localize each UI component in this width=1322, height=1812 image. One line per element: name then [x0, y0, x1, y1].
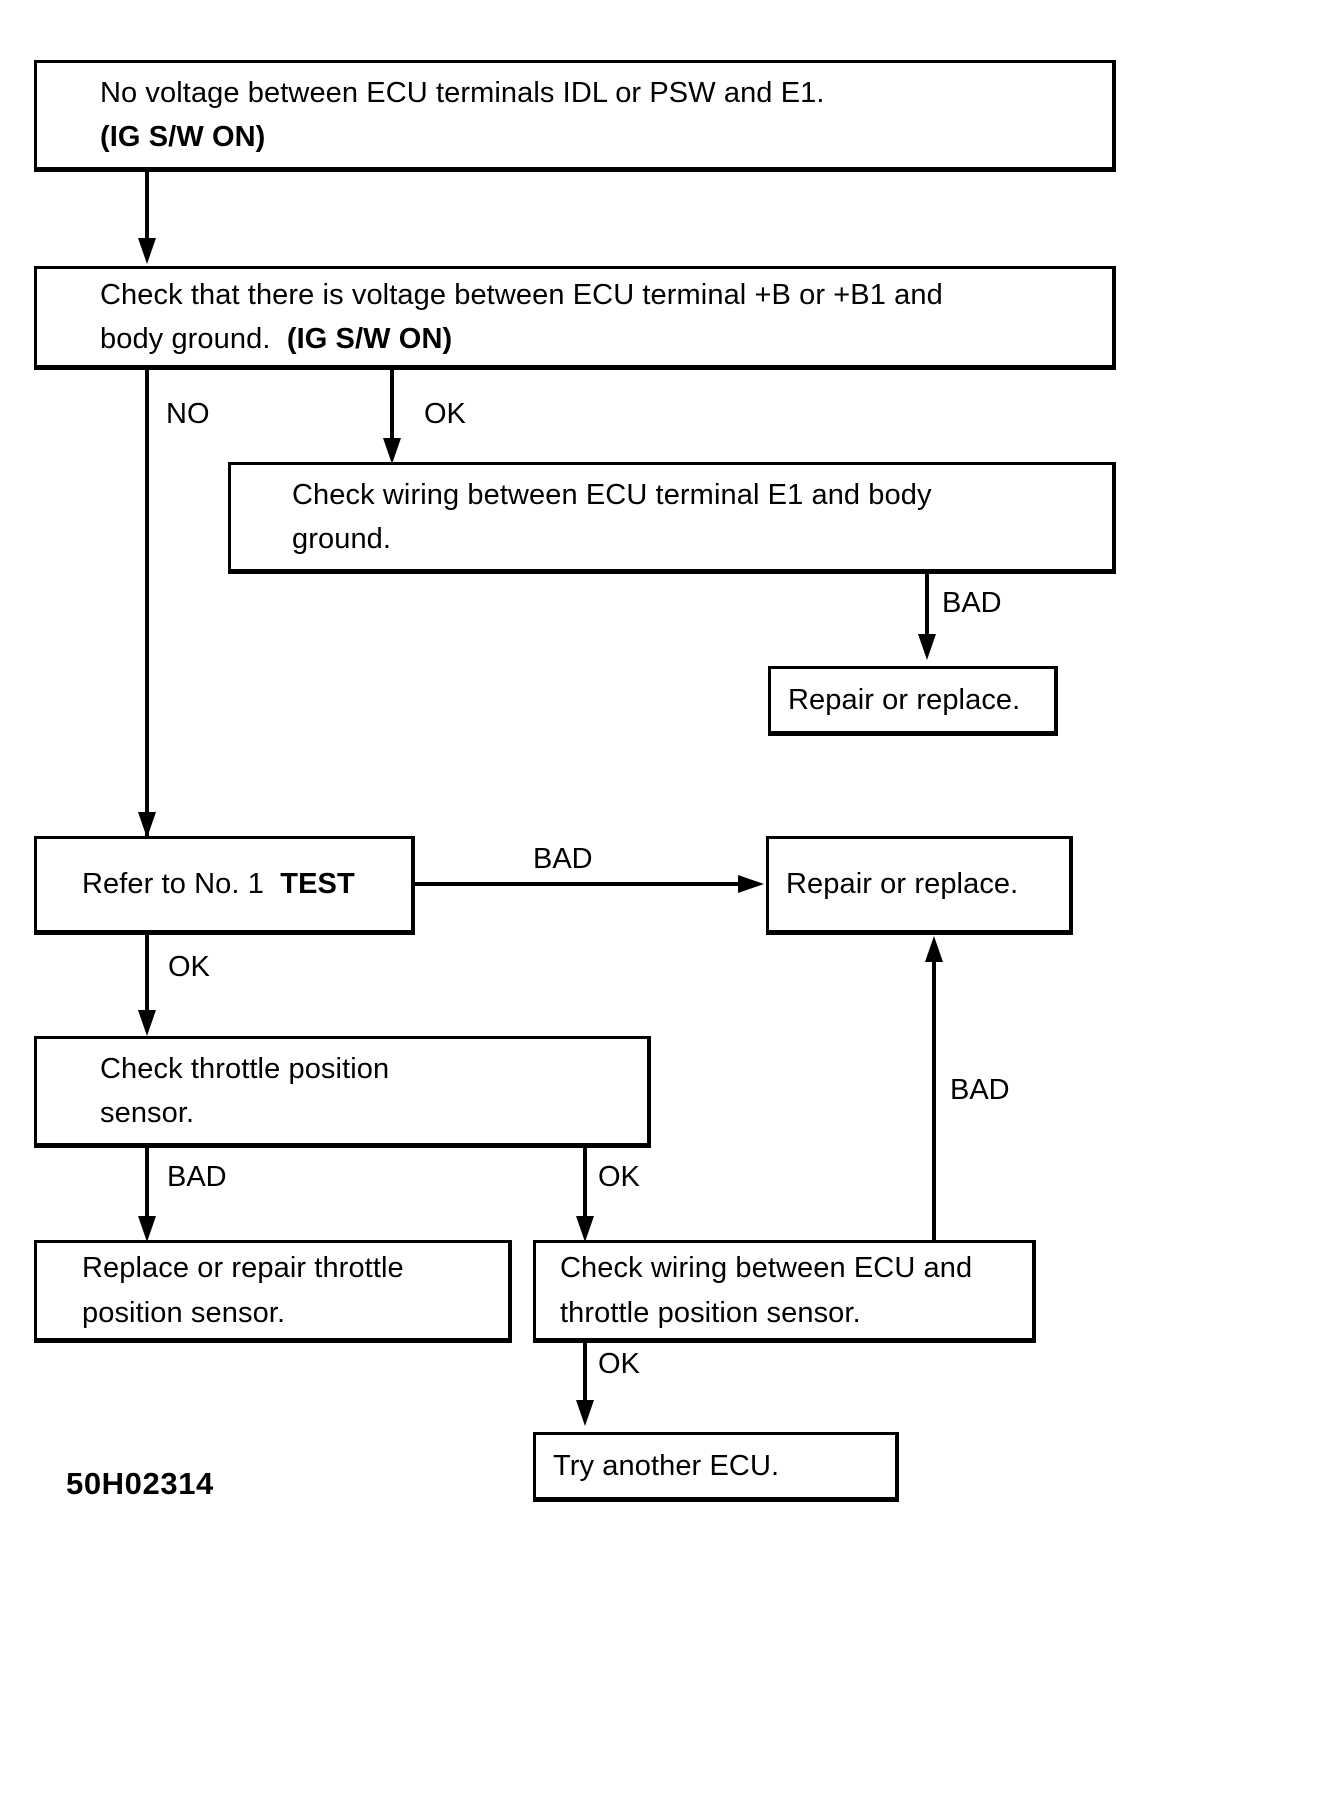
- node-check-tps-wiring: Check wiring between ECU and throttle po…: [533, 1240, 1036, 1343]
- edge-ok-4: [583, 1343, 587, 1416]
- edge-label-bad-3: BAD: [167, 1161, 227, 1193]
- node-check-b-voltage-line-2b: (IG S/W ON): [286, 323, 453, 355]
- node-check-tps-line-1: Check throttle position: [100, 1052, 390, 1085]
- node-try-another-ecu-line-1: Try another ECU.: [553, 1449, 780, 1482]
- edge-bad-2: [415, 882, 740, 886]
- node-repair-replace-2-line-1: Repair or replace.: [786, 868, 1019, 901]
- node-check-tps-line-2: sensor.: [100, 1097, 195, 1129]
- edge-label-bad-2: BAD: [533, 843, 593, 875]
- arrowhead-ok-1: [383, 438, 401, 464]
- node-refer-test-line-1: Refer to No. 1 TEST: [82, 862, 411, 906]
- node-check-tps: Check throttle position sensor.: [34, 1036, 651, 1148]
- node-check-tps-wiring-line-2: throttle position sensor.: [560, 1296, 861, 1329]
- node-try-another-ecu: Try another ECU.: [533, 1432, 899, 1502]
- node-refer-test-line-1b: TEST: [280, 868, 355, 901]
- edge-symptom-to-check-b: [145, 172, 149, 242]
- edge-ok-2: [145, 935, 149, 1027]
- node-check-e1-wiring-line-1: Check wiring between ECU terminal E1 and…: [292, 478, 932, 511]
- edge-label-ok-1: OK: [424, 398, 466, 430]
- edge-label-bad-4: BAD: [950, 1074, 1010, 1106]
- node-replace-tps-line-1: Replace or repair throttle: [82, 1252, 404, 1285]
- edge-bad-1: [925, 574, 929, 649]
- edge-ok-1: [390, 370, 394, 455]
- node-repair-replace-1: Repair or replace.: [768, 666, 1058, 736]
- node-check-e1-wiring: Check wiring between ECU terminal E1 and…: [228, 462, 1116, 574]
- edge-label-ok-2: OK: [168, 951, 210, 983]
- edge-ok-3: [583, 1148, 587, 1233]
- node-refer-test: Refer to No. 1 TEST: [34, 836, 415, 935]
- arrowhead-ok-3: [576, 1216, 594, 1242]
- arrowhead-bad-2: [738, 875, 764, 893]
- node-check-b-voltage-line-2a: body ground.: [100, 323, 271, 355]
- edge-label-bad-1: BAD: [942, 587, 1002, 619]
- node-check-e1-wiring-line-2: ground.: [292, 523, 392, 555]
- node-symptom: No voltage between ECU terminals IDL or …: [34, 60, 1116, 172]
- edge-label-ok-3: OK: [598, 1161, 640, 1193]
- node-check-b-voltage: Check that there is voltage between ECU …: [34, 266, 1116, 370]
- arrowhead-bad-1: [918, 634, 936, 660]
- arrowhead-symptom-to-check-b: [138, 238, 156, 264]
- node-replace-tps: Replace or repair throttle position sens…: [34, 1240, 512, 1343]
- arrowhead-ok-4: [576, 1400, 594, 1426]
- edge-label-no: NO: [166, 398, 210, 430]
- node-repair-replace-2: Repair or replace.: [766, 836, 1073, 935]
- node-check-tps-wiring-line-1: Check wiring between ECU and: [560, 1252, 973, 1285]
- node-check-b-voltage-line-1: Check that there is voltage between ECU …: [100, 278, 943, 311]
- arrowhead-no-branch: [138, 812, 156, 838]
- node-repair-replace-1-line-1: Repair or replace.: [788, 683, 1021, 716]
- edge-bad-4: [932, 962, 936, 1240]
- arrowhead-bad-4: [925, 936, 943, 962]
- edge-no-branch: [145, 370, 149, 840]
- node-check-b-voltage-line-2: body ground. (IG S/W ON): [100, 317, 1112, 361]
- node-symptom-line-1: No voltage between ECU terminals IDL or …: [100, 76, 825, 109]
- node-replace-tps-line-2: position sensor.: [82, 1296, 286, 1329]
- edge-bad-3: [145, 1148, 149, 1233]
- node-symptom-line-2: (IG S/W ON): [100, 121, 266, 153]
- edge-label-ok-4: OK: [598, 1348, 640, 1380]
- figure-id: 50H02314: [66, 1466, 214, 1501]
- arrowhead-ok-2: [138, 1010, 156, 1036]
- node-refer-test-line-1a: Refer to No. 1: [82, 868, 264, 901]
- arrowhead-bad-3: [138, 1216, 156, 1242]
